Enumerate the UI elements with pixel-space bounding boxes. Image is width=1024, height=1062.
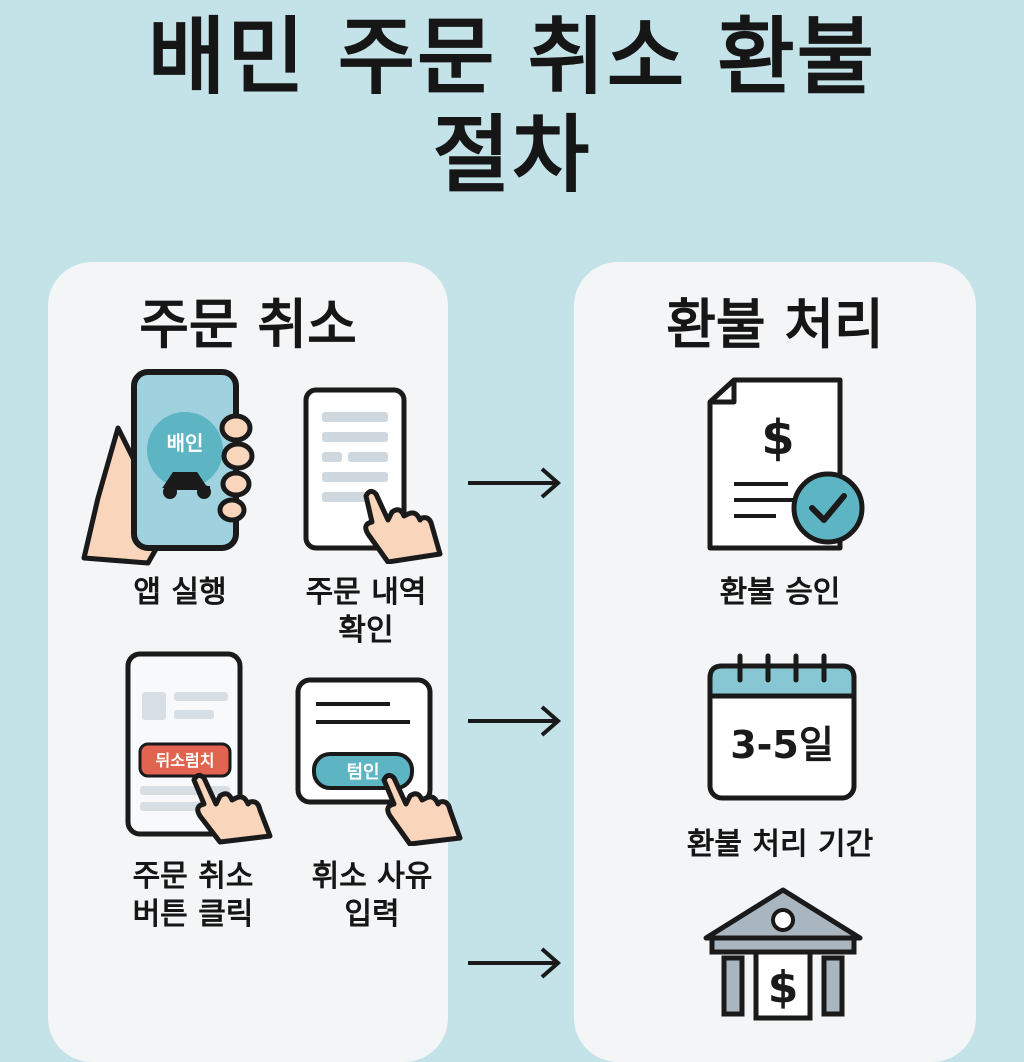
arrow-right-icon bbox=[468, 467, 562, 499]
app-name-text: 배인 bbox=[167, 431, 204, 455]
phone-in-hand-icon: 배인 bbox=[81, 369, 255, 566]
bank-dollar-text: $ bbox=[768, 962, 799, 1013]
dollar-sign-text: $ bbox=[761, 410, 794, 466]
page-title: 배민 주문 취소 환불 절차 bbox=[0, 8, 1024, 204]
title-line-1: 배민 주문 취소 환불 bbox=[148, 8, 876, 106]
step-enter-reason-label: 휘소 사유 입력 bbox=[311, 859, 433, 932]
cancel-panel-heading: 주문 취소 bbox=[139, 293, 357, 356]
arrow-right-icon bbox=[468, 947, 562, 979]
cancel-reason-form-icon: 텀인 bbox=[295, 677, 463, 846]
refund-approval-label: 환불 승인 bbox=[719, 575, 841, 610]
refund-panel-heading: 환불 처리 bbox=[666, 293, 884, 356]
bank-icon: $ bbox=[703, 887, 863, 1021]
cancel-button-phone-icon: 뒤소럼치 bbox=[125, 651, 273, 845]
calendar-icon: 3-5일 bbox=[707, 653, 857, 801]
cancel-button-text: 뒤소럼치 bbox=[156, 751, 215, 770]
arrow-right-icon bbox=[468, 705, 562, 737]
refund-period-label: 환불 처리 기간 bbox=[686, 827, 874, 862]
refund-approval-icon: $ bbox=[707, 377, 865, 551]
order-history-icon bbox=[303, 387, 443, 564]
title-line-2: 절차 bbox=[432, 106, 592, 204]
step-open-app-label: 앱 실행 bbox=[133, 575, 227, 610]
calendar-days-text: 3-5일 bbox=[730, 723, 834, 767]
step-check-orders-label: 주문 내역 확인 bbox=[305, 575, 427, 648]
step-cancel-button-label: 주문 취소 버튼 클릭 bbox=[132, 859, 254, 932]
confirm-button-text: 텀인 bbox=[346, 762, 379, 783]
